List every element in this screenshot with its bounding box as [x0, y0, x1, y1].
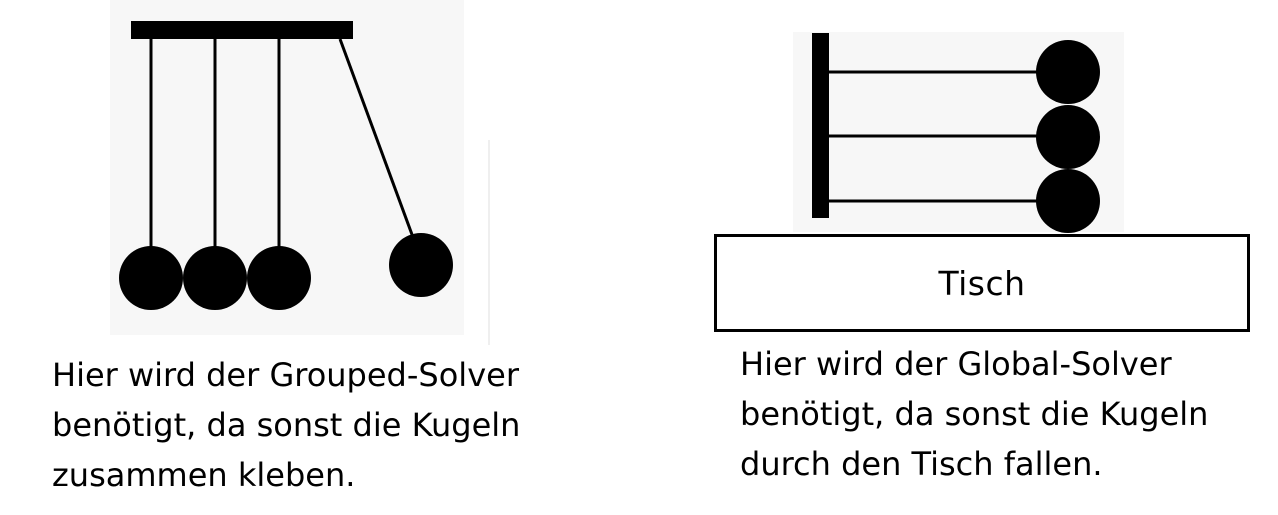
horizontal-pendulums — [812, 33, 1100, 233]
right-caption-line-1: Hier wird der Global-Solver — [740, 345, 1172, 383]
cradle-string-4 — [338, 38, 416, 241]
stacked-ball-3 — [1036, 169, 1100, 233]
right-caption: Hier wird der Global-Solver benötigt, da… — [740, 339, 1208, 489]
left-caption-line-1: Hier wird der Grouped-Solver — [52, 356, 519, 394]
left-caption: Hier wird der Grouped-Solver benötigt, d… — [52, 350, 520, 500]
cradle-top-bar — [131, 21, 353, 39]
left-caption-line-2: benötigt, da sonst die Kugeln — [52, 406, 521, 444]
cradle-ball-3 — [247, 246, 311, 310]
newtons-cradle — [119, 21, 453, 310]
right-caption-line-3: durch den Tisch fallen. — [740, 445, 1103, 483]
faint-divider — [488, 140, 490, 345]
cradle-ball-1 — [119, 246, 183, 310]
vertical-support-bar — [812, 33, 829, 218]
cradle-ball-2 — [183, 246, 247, 310]
left-caption-line-3: zusammen kleben. — [52, 456, 356, 494]
stacked-ball-2 — [1036, 105, 1100, 169]
table-label: Tisch — [938, 263, 1026, 303]
table-box: Tisch — [714, 234, 1250, 332]
right-caption-line-2: benötigt, da sonst die Kugeln — [740, 395, 1209, 433]
stacked-ball-1 — [1036, 40, 1100, 104]
cradle-ball-swinging — [389, 233, 453, 297]
